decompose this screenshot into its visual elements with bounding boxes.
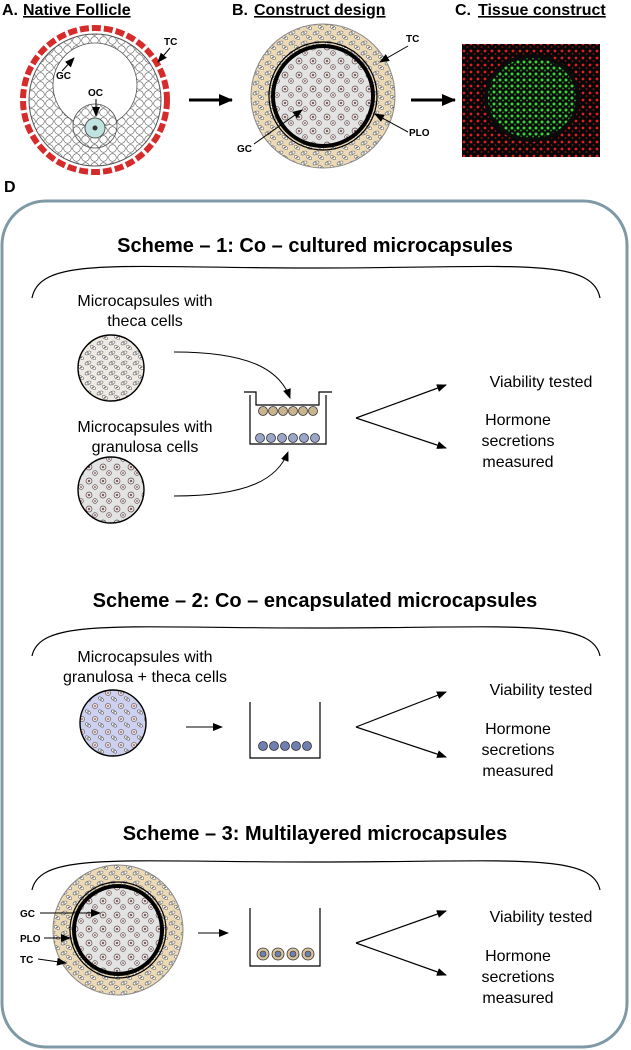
scheme-3-title: Scheme – 3: Multilayered microcapsules (123, 823, 508, 845)
scheme-2-capsule-label-line2: granulosa + theca cells (63, 669, 227, 686)
panel-a-letter: A. (2, 2, 18, 19)
native-follicle-diagram (20, 25, 170, 175)
scheme-1-granulosa-beads (255, 433, 320, 443)
scheme-1-hormone-arrow (355, 417, 447, 449)
scheme-1-granulosa-capsule (77, 456, 145, 524)
scheme-2-brace (31, 626, 601, 657)
scheme-1-culture-well (244, 391, 332, 445)
micrograph-core-green (488, 58, 576, 138)
panel-c-title: Tissue construct (478, 2, 606, 19)
scheme-2-mixed-beads (258, 741, 312, 751)
scheme-1-outcome-hormone-line2: secretions (482, 433, 555, 450)
scheme-2-viability-arrow (355, 691, 447, 728)
scheme-3-outcome-hormone-line1: Hormone (485, 948, 551, 965)
scheme-1-granulosa-label-line1: Microcapsules with (77, 419, 212, 436)
scheme-1-granulosa-arrow (173, 451, 289, 497)
scheme-3-brace (31, 860, 601, 891)
scheme-1-outcome-hormone-line1: Hormone (485, 412, 551, 429)
scheme-2-mixed-capsule (79, 689, 147, 757)
scheme-1-viability-arrow (355, 384, 447, 419)
scheme-1-well-body (249, 395, 327, 445)
scheme-1-theca-capsule (77, 334, 145, 402)
oocyte-nucleus (92, 125, 98, 131)
panel-c-letter: C. (455, 2, 471, 19)
panel-a-oc-label: OC (88, 88, 103, 99)
scheme-2-capsule-label-line1: Microcapsules with (77, 649, 212, 666)
scheme-3-multilayer-beads (256, 947, 315, 961)
panel-b-letter: B. (232, 2, 248, 19)
scheme-3-tc-label: TC (20, 955, 33, 966)
scheme-3-outcome-viability: Viability tested (490, 909, 593, 926)
scheme-3-outcome-hormone-line3: measured (482, 990, 553, 1007)
scheme-1-brace (31, 265, 601, 299)
scheme-2-outcome-hormone-line2: secretions (482, 742, 555, 759)
scheme-1-title: Scheme – 1: Co – cultured microcapsules (117, 235, 513, 257)
scheme-3-granulosa-core (72, 884, 164, 976)
panel-d-letter: D (4, 179, 16, 196)
panel-b-gc-arrow (253, 109, 303, 145)
scheme-2-outcome-viability: Viability tested (490, 682, 593, 699)
panel-a-title: Native Follicle (23, 2, 131, 19)
panel-a-tc-label: TC (164, 37, 177, 48)
scheme-3-plo-membrane (69, 881, 167, 979)
scheme-3-tc-arrow (37, 957, 67, 966)
construct-design-diagram (250, 23, 396, 169)
panel-a-tc-arrow (157, 47, 171, 63)
scheme-3-multilayer-capsule (52, 864, 184, 996)
panel-a-gc-arrow (61, 57, 75, 72)
scheme-1-theca-beads (258, 406, 318, 416)
scheme-3-viability-arrow (355, 910, 447, 944)
scheme-2-hormone-arrow (355, 726, 447, 758)
scheme-1-theca-label-line1: Microcapsules with (77, 293, 212, 310)
scheme-2-outcome-hormone-line1: Hormone (485, 721, 551, 738)
scheme-3-plo-label: PLO (20, 934, 41, 945)
granulosa-core (271, 44, 375, 148)
panel-d-frame (0, 199, 629, 1049)
scheme-1-outcome-viability: Viability tested (490, 374, 593, 391)
panel-a-gc-label: GC (56, 71, 71, 82)
scheme-3-well-body (249, 908, 321, 967)
scheme-3-outcome-hormone-line2: secretions (482, 969, 555, 986)
panel-b-tc-arrow (379, 45, 409, 63)
scheme-1-theca-label-line2: theca cells (107, 313, 183, 330)
scheme-1-insert (244, 391, 332, 406)
panel-b-plo-arrow (374, 113, 409, 133)
scheme-3-gc-label: GC (20, 909, 35, 920)
plo-membrane (268, 41, 378, 151)
panel-b-plo-label: PLO (409, 128, 430, 139)
scheme-1-granulosa-label-line2: granulosa cells (92, 439, 199, 456)
scheme-2-outcome-hormone-line3: measured (482, 763, 553, 780)
panel-b-title: Construct design (254, 2, 386, 19)
tissue-construct-micrograph (462, 44, 600, 157)
panel-b-tc-label: TC (406, 34, 419, 45)
scheme-2-title: Scheme – 2: Co – encapsulated microcapsu… (93, 590, 538, 612)
scheme-1-theca-arrow (173, 351, 291, 399)
scheme-3-hormone-arrow (355, 942, 447, 976)
scheme-1-outcome-hormone-line3: measured (482, 454, 553, 471)
scheme-3-culture-well (249, 908, 321, 967)
scheme-2-well-body (249, 702, 321, 759)
scheme-2-culture-well (249, 702, 321, 759)
panel-b-gc-label: GC (237, 144, 252, 155)
